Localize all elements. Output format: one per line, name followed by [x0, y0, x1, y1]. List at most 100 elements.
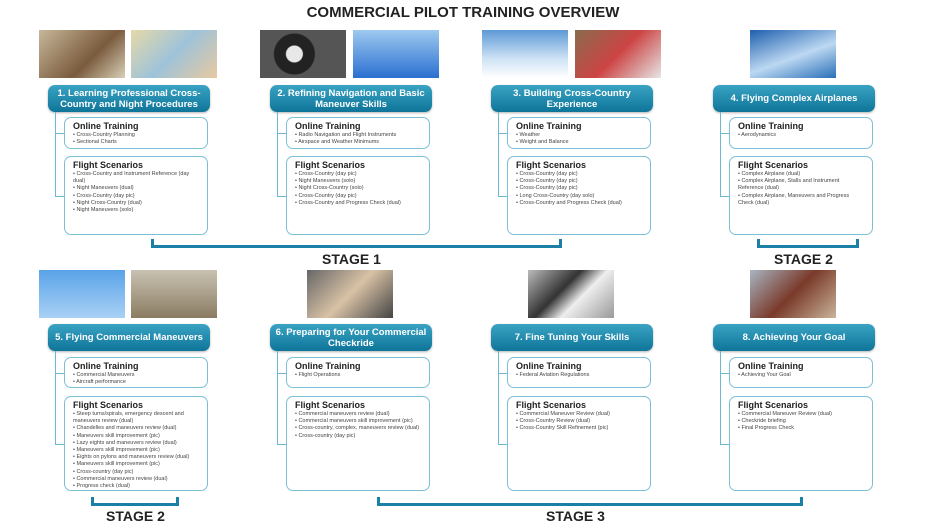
flight-scenarios-heading: Flight Scenarios	[295, 400, 366, 410]
item-list: • Commercial maneuvers review (dual)• Co…	[293, 411, 423, 440]
list-item: • Chandelles and maneuvers review (dual)	[73, 425, 177, 432]
list-item: • Cross-Country (day pic)	[516, 171, 578, 177]
list-item: • Cross-country (day pic)	[295, 432, 356, 439]
list-item: • Cross-Country (day pic)	[516, 178, 578, 185]
list-item: • Cross-country (day pic)	[73, 468, 134, 475]
flight-scenarios-box: Flight Scenarios• Cross-Country (day pic…	[286, 156, 430, 235]
module-title: 2. Refining Navigation and Basic Maneuve…	[270, 85, 432, 112]
checkride-photo	[750, 270, 836, 318]
list-item: • Commercial Maneuver Review (dual)	[738, 411, 832, 417]
online-training-heading: Online Training	[516, 121, 582, 131]
flight-scenarios-box: Flight Scenarios• Cross-Country and Inst…	[64, 156, 208, 235]
item-list: • Aerodynamics	[736, 132, 866, 139]
online-training-heading: Online Training	[738, 121, 804, 131]
list-item: • Cross-Country and Progress Check (dual…	[295, 199, 401, 206]
list-item: • Achieving Your Goal	[738, 372, 791, 378]
flight-scenarios-box: Flight Scenarios• Commercial Maneuver Re…	[507, 396, 651, 491]
item-list: • Steep turns/spirals, emergency descent…	[71, 411, 201, 490]
flight-scenarios-heading: Flight Scenarios	[738, 400, 809, 410]
connector-tick	[277, 443, 286, 445]
list-item: • Long Cross-Country (day solo)	[516, 192, 595, 199]
list-item: • Night Maneuvers (solo)	[295, 178, 356, 185]
online-training-heading: Online Training	[295, 361, 361, 371]
page-title: COMMERCIAL PILOT TRAINING OVERVIEW	[306, 4, 620, 21]
item-list: • Cross-Country (day pic)• Night Maneuve…	[293, 171, 423, 207]
flight-scenarios-heading: Flight Scenarios	[295, 160, 366, 170]
connector-line	[498, 112, 499, 196]
list-item: • Airspace and Weather Minimums	[295, 139, 380, 146]
online-training-box: Online Training• Commercial Maneuvers• A…	[64, 357, 208, 388]
list-item: • Radio Navigation and Flight Instrument…	[295, 132, 397, 138]
stage-3-bracket	[377, 497, 803, 506]
airspace-graphic	[353, 30, 439, 78]
stage-3-label: STAGE 3	[546, 508, 605, 522]
stage-2-bracket-bottom	[91, 497, 179, 506]
connector-line	[55, 112, 56, 196]
item-list: • Federal Aviation Regulations	[514, 372, 644, 379]
list-item: • Cross-Country Review (dual)	[516, 418, 591, 425]
airplane-sky-photo	[39, 270, 125, 318]
list-item: • Cross-Country (day pic)	[73, 192, 135, 199]
flight-scenarios-heading: Flight Scenarios	[73, 160, 144, 170]
list-item: • Cross-Country Planning	[73, 132, 135, 138]
flight-scenarios-box: Flight Scenarios• Complex Airplane (dual…	[729, 156, 873, 235]
chart-photo	[39, 30, 125, 78]
list-item: • Cross-Country (day pic)	[295, 171, 357, 177]
connector-tick	[720, 443, 729, 445]
list-item: • Night Cross-Country (solo)	[295, 185, 364, 192]
module-title: 6. Preparing for Your Commercial Checkri…	[270, 324, 432, 351]
flight-scenarios-heading: Flight Scenarios	[516, 160, 587, 170]
item-list: • Weather• Weight and Balance	[514, 132, 644, 146]
stage-2-bracket-top	[757, 239, 859, 248]
connector-tick	[55, 372, 64, 374]
list-item: • Cross-Country and Instrument Reference…	[73, 171, 190, 185]
flight-scenarios-heading: Flight Scenarios	[516, 400, 587, 410]
connector-tick	[277, 133, 286, 134]
clouds-photo	[482, 30, 568, 78]
connector-tick	[277, 195, 286, 197]
flight-scenarios-box: Flight Scenarios• Steep turns/spirals, e…	[64, 396, 208, 491]
list-item: • Checkride briefing	[738, 418, 786, 425]
list-item: • Commercial maneuvers skill improvement…	[295, 418, 413, 425]
stage-2-label-bottom: STAGE 2	[106, 508, 165, 522]
flight-scenarios-box: Flight Scenarios• Commercial Maneuver Re…	[729, 396, 873, 491]
item-list: • Achieving Your Goal	[736, 372, 866, 379]
connector-line	[720, 351, 721, 444]
list-item: • Cross-Country Skill Refinement (pic)	[516, 425, 609, 432]
list-item: • Cross-Country and Progress Check (dual…	[516, 199, 622, 206]
list-item: • Commercial maneuvers review (dual)	[73, 475, 168, 482]
item-list: • Commercial Maneuver Review (dual)• Cro…	[514, 411, 644, 433]
list-item: • Steep turns/spirals, emergency descent…	[73, 411, 184, 425]
connector-tick	[55, 133, 64, 134]
online-training-box: Online Training• Flight Operations	[286, 357, 430, 388]
tablet-photo	[528, 270, 614, 318]
connector-tick	[277, 372, 286, 374]
flight-scenarios-heading: Flight Scenarios	[73, 400, 144, 410]
connector-tick	[55, 443, 64, 445]
connector-tick	[55, 195, 64, 197]
connector-tick	[498, 133, 507, 134]
list-item: • Cross-Country (day pic)	[295, 192, 357, 199]
list-item: • Commercial Maneuver Review (dual)	[516, 411, 610, 417]
online-training-box: Online Training• Radio Navigation and Fl…	[286, 117, 430, 149]
online-training-box: Online Training• Cross-Country Planning•…	[64, 117, 208, 149]
list-item: • Maneuvers skill improvement (pic)	[73, 447, 160, 454]
module-title: 1. Learning Professional Cross-Country a…	[48, 85, 210, 112]
connector-tick	[720, 372, 729, 374]
connector-line	[277, 112, 278, 196]
list-item: • Eights on pylons and maneuvers review …	[73, 454, 190, 461]
module-title: 4. Flying Complex Airplanes	[713, 85, 875, 112]
stage-1-bracket	[151, 239, 562, 248]
flight-scenarios-box: Flight Scenarios• Cross-Country (day pic…	[507, 156, 651, 235]
list-item: • Night Maneuvers (solo)	[73, 207, 134, 214]
airplane-landing-photo	[131, 270, 217, 318]
connector-line	[720, 112, 721, 196]
list-item: • Final Progress Check	[738, 425, 795, 432]
list-item: • Sectional Charts	[73, 139, 117, 146]
item-list: • Radio Navigation and Flight Instrument…	[293, 132, 423, 146]
online-training-heading: Online Training	[295, 121, 361, 131]
list-item: • Commercial maneuvers review (dual)	[295, 411, 390, 417]
list-item: • Night Maneuvers (dual)	[73, 185, 134, 192]
pilot-photo	[575, 30, 661, 78]
